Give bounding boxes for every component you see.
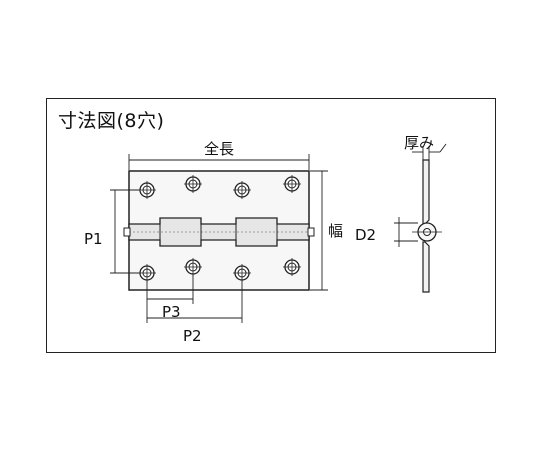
diagram-title: 寸法図(8穴) [58, 110, 165, 132]
dimension-width [310, 170, 328, 291]
dimension-d2 [394, 217, 418, 247]
dimension-total-length [128, 154, 310, 170]
label-d2: D2 [355, 226, 376, 244]
dimension-p1 [110, 189, 139, 274]
label-width: 幅 [328, 222, 343, 240]
label-total-length: 全長 [204, 140, 234, 158]
label-p2: P2 [183, 327, 202, 345]
dimension-p2 [147, 281, 243, 323]
dimension-p3 [146, 275, 194, 323]
diagram-frame [46, 98, 496, 353]
dimension-thickness [412, 143, 447, 160]
label-thickness: 厚み [404, 134, 434, 152]
hinge-side-view [412, 159, 442, 293]
label-p3: P3 [162, 303, 181, 321]
hinge-front-view [123, 170, 315, 291]
label-p1: P1 [84, 230, 103, 248]
